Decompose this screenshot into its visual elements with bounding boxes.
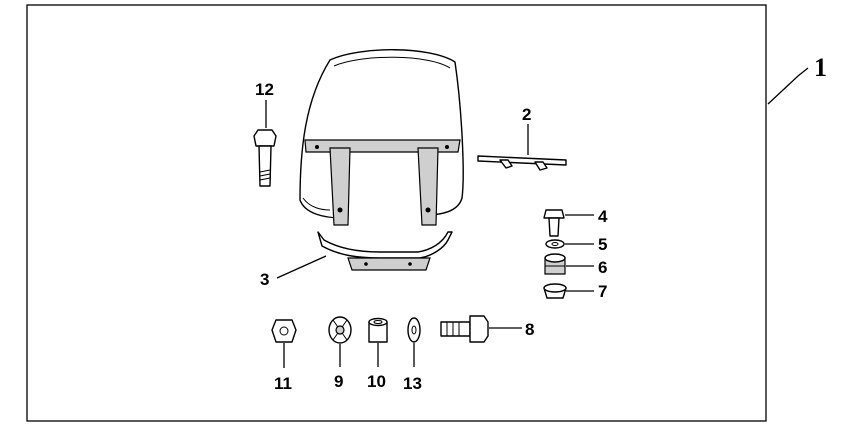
part-6-grommet <box>544 253 566 275</box>
part-9-knob <box>328 316 352 344</box>
leader-1 <box>767 67 809 105</box>
part-7-collar <box>543 283 567 299</box>
callout-4: 4 <box>598 207 608 226</box>
callout-13: 13 <box>403 374 422 393</box>
callout-2: 2 <box>522 105 531 124</box>
part-10-sleeve <box>368 317 388 343</box>
part-11-nut <box>271 319 297 343</box>
part-4-bolt <box>543 209 565 237</box>
part-3-bracket <box>317 231 453 271</box>
callout-10: 10 <box>367 372 386 391</box>
diagram-frame <box>26 4 767 422</box>
callout-8: 8 <box>525 320 534 339</box>
callout-3: 3 <box>260 270 269 289</box>
part-8-bolt <box>440 315 489 343</box>
callout-7: 7 <box>598 282 607 301</box>
callout-11: 11 <box>274 374 292 393</box>
leader-3 <box>276 255 327 279</box>
part-12-bolt <box>253 129 277 187</box>
part-2-rail <box>477 155 567 171</box>
callout-9: 9 <box>334 372 343 391</box>
part-5-washer <box>545 239 565 249</box>
callout-1: 1 <box>814 53 827 82</box>
callout-5: 5 <box>598 235 607 254</box>
callout-12: 12 <box>255 80 274 99</box>
windshield <box>299 49 464 226</box>
part-13-washer <box>407 317 421 343</box>
callout-6: 6 <box>598 258 607 277</box>
